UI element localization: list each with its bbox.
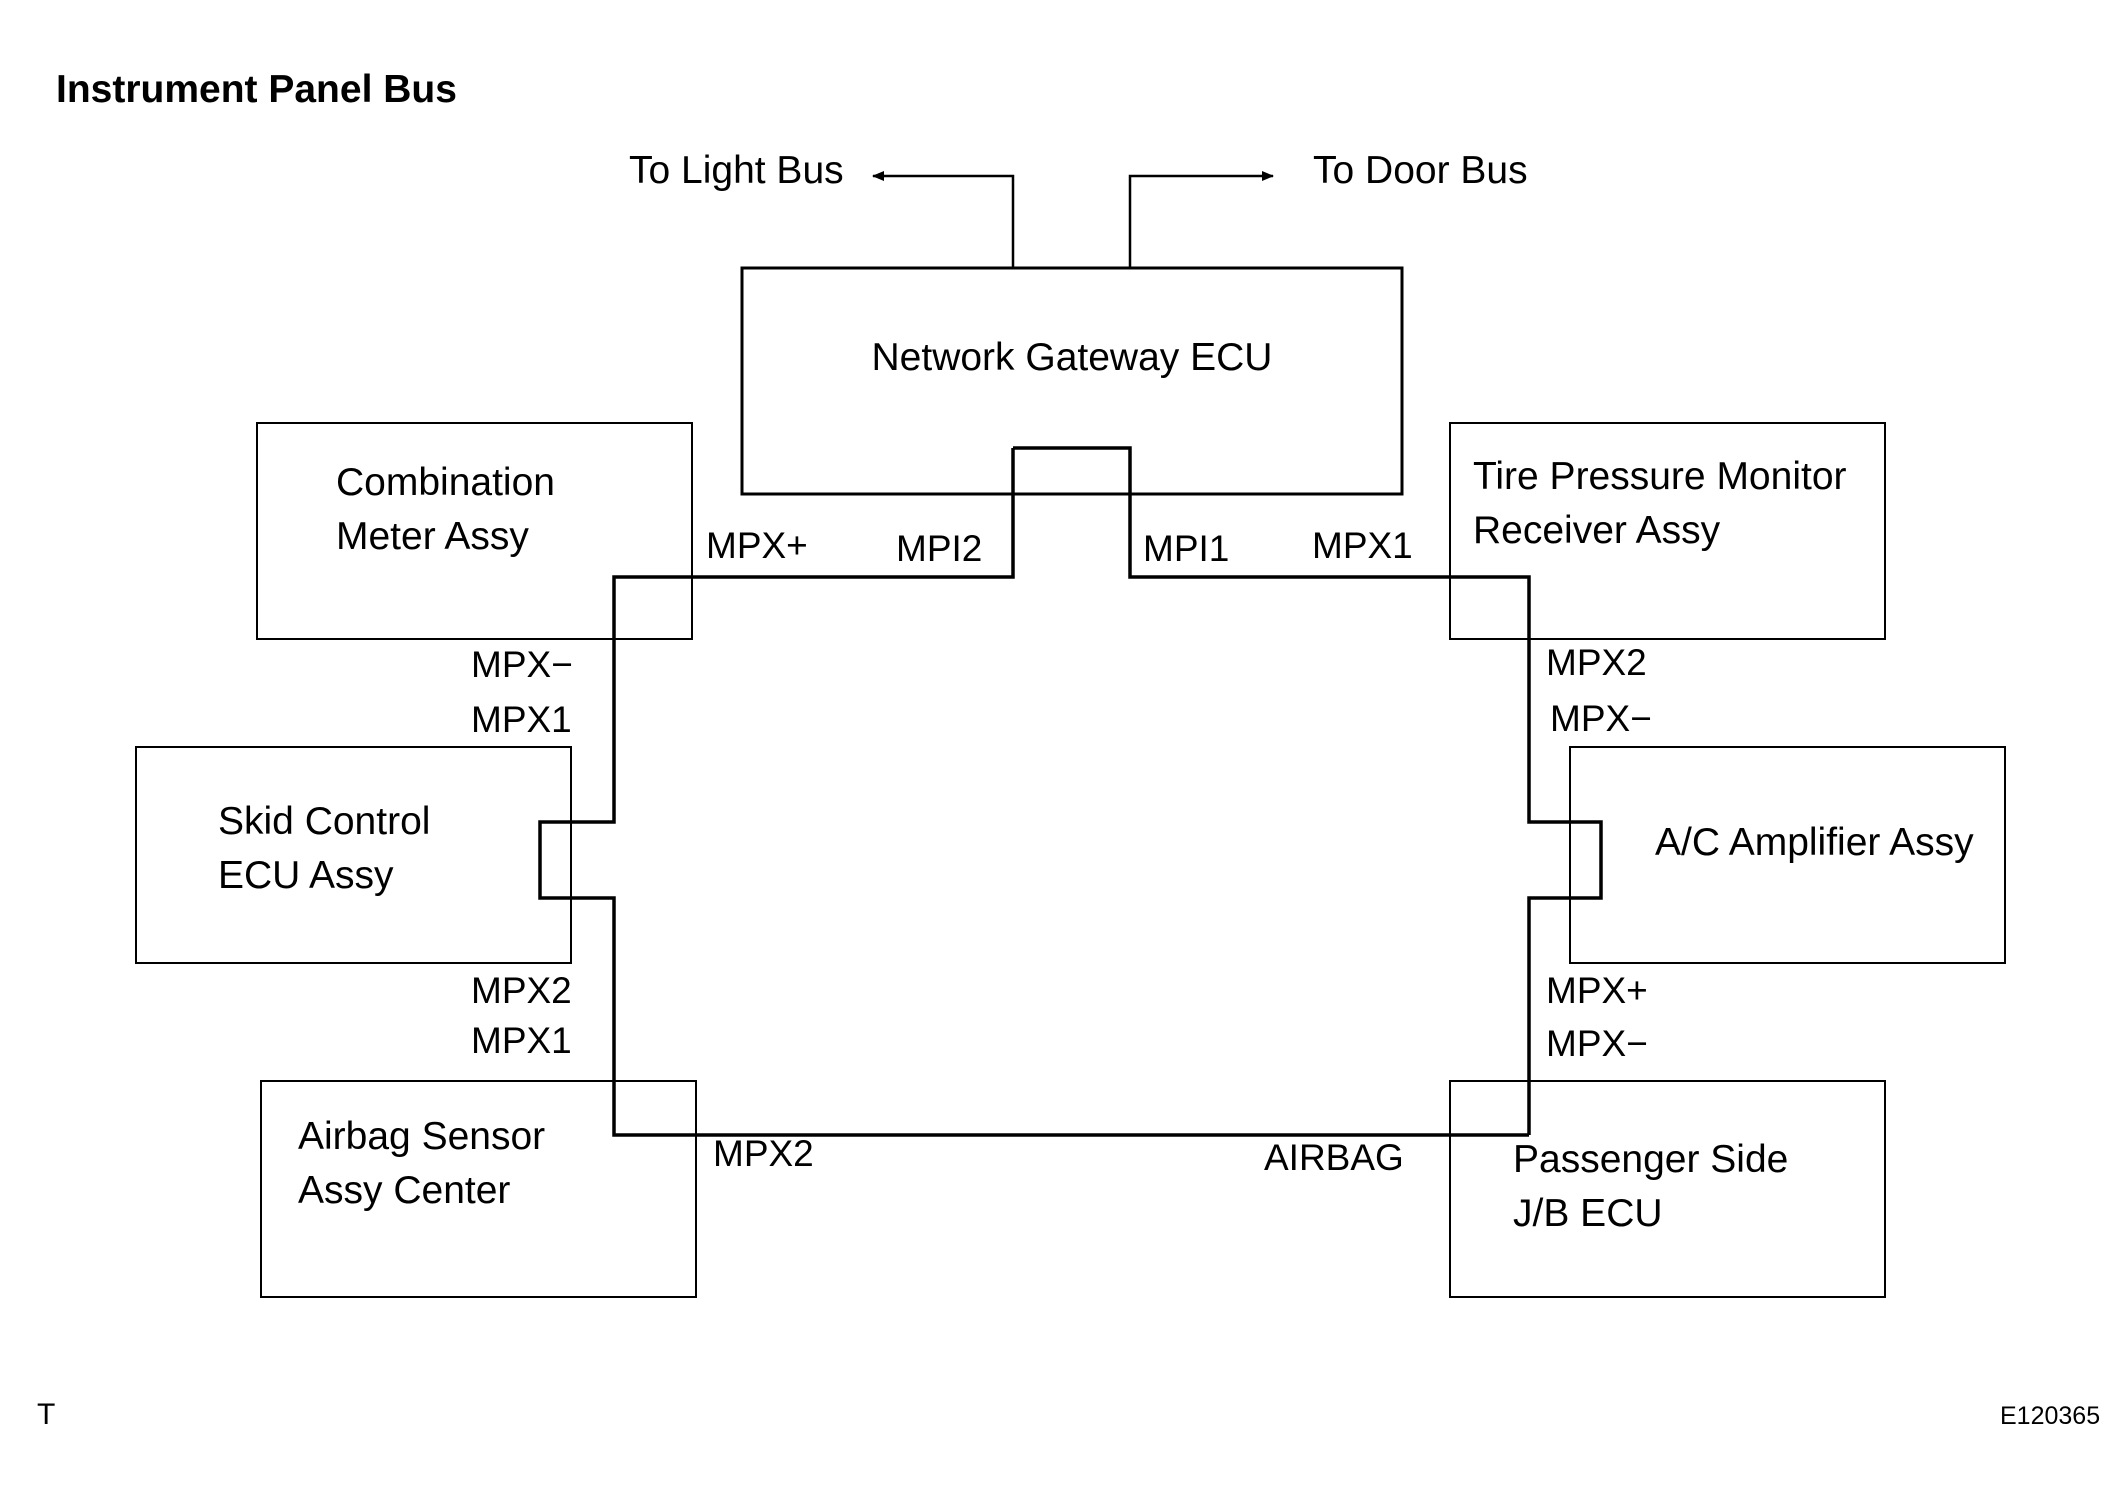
terminal-ac-mpx-plus: MPX+ (1546, 970, 1648, 1011)
terminal-tire-mpx2: MPX2 (1546, 642, 1647, 683)
terminal-passenger-airbag: AIRBAG (1264, 1137, 1404, 1178)
tire-pressure-label-line1: Tire Pressure Monitor (1473, 455, 1847, 498)
ac-amplifier-box (1569, 746, 2006, 964)
terminal-combination-mpx-plus: MPX+ (706, 525, 808, 566)
skid-control-label-line1: Skid Control (218, 800, 430, 843)
terminal-skid-mpx1: MPX1 (471, 699, 572, 740)
arrow-to-door-bus (1128, 171, 1274, 268)
tire-pressure-monitor-box (1449, 422, 1886, 640)
passenger-jb-label-line2: J/B ECU (1513, 1192, 1663, 1235)
passenger-jb-label-line1: Passenger Side (1513, 1138, 1788, 1181)
airbag-sensor-label-line2: Assy Center (298, 1169, 510, 1212)
terminal-airbag-mpx2: MPX2 (713, 1133, 814, 1174)
arrow-to-light-bus (872, 171, 1015, 268)
terminal-airbag-mpx1: MPX1 (471, 1020, 572, 1061)
passenger-jb-ecu-box (1449, 1080, 1886, 1298)
bus-wire-right (1013, 446, 1603, 1135)
terminal-gateway-mpi1: MPI1 (1143, 528, 1229, 569)
terminal-ac-mpx-minus: MPX− (1550, 698, 1652, 739)
combination-meter-box (256, 422, 693, 640)
bus-wire-left (538, 448, 1529, 1137)
gateway-ecu-label: Network Gateway ECU (872, 336, 1273, 379)
skid-control-label-line2: ECU Assy (218, 854, 394, 897)
tire-pressure-label-line2: Receiver Assy (1473, 509, 1721, 552)
airbag-sensor-label-line1: Airbag Sensor (298, 1115, 545, 1158)
corner-code-left: T (37, 1398, 56, 1431)
figure-code: E120365 (2000, 1402, 2101, 1430)
page-title: Instrument Panel Bus (56, 68, 457, 111)
gateway-ecu-box (740, 266, 1404, 496)
to-door-bus-label: To Door Bus (1313, 149, 1528, 192)
terminal-tire-mpx1: MPX1 (1312, 525, 1413, 566)
terminal-gateway-mpi2: MPI2 (896, 528, 982, 569)
terminal-passenger-mpx-minus: MPX− (1546, 1023, 1648, 1064)
skid-control-ecu-box (135, 746, 572, 964)
to-light-bus-label: To Light Bus (629, 149, 844, 192)
combination-meter-label-line1: Combination (336, 461, 555, 504)
airbag-sensor-box (260, 1080, 697, 1298)
terminal-combination-mpx-minus: MPX− (471, 644, 573, 685)
terminal-skid-mpx2: MPX2 (471, 970, 572, 1011)
combination-meter-label-line2: Meter Assy (336, 515, 529, 558)
ac-amplifier-label: A/C Amplifier Assy (1655, 821, 1974, 864)
